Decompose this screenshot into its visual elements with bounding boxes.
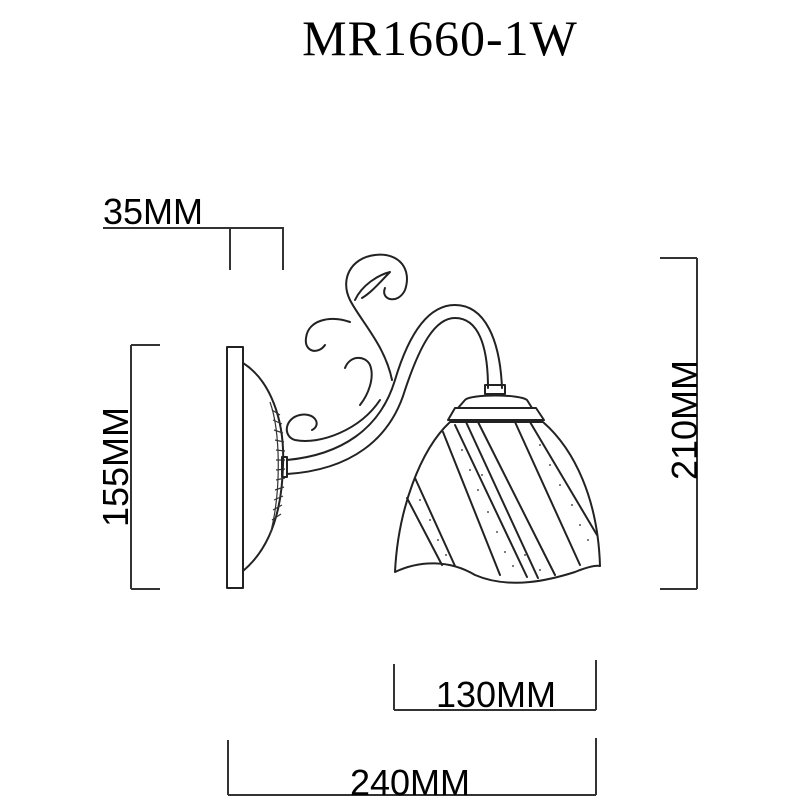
arm — [286, 304, 503, 461]
shade-width-label: 130MM — [436, 674, 556, 715]
total-height-label: 210MM — [664, 360, 705, 480]
dimension-shade-width: 130MM — [393, 660, 597, 715]
dimension-backplate-height: 155MM — [95, 344, 160, 590]
model-title: MR1660-1W — [302, 10, 578, 66]
glass-shade — [394, 421, 601, 584]
dome — [242, 362, 285, 572]
total-width-label: 240MM — [350, 762, 470, 800]
dimension-depth: 35MM — [103, 191, 284, 270]
backplate-height-label: 155MM — [95, 407, 136, 527]
backplate — [226, 346, 244, 589]
dimension-total-height: 210MM — [660, 257, 705, 590]
wall-lamp-drawing — [226, 253, 601, 589]
depth-label: 35MM — [103, 191, 203, 232]
dimension-total-width: 240MM — [227, 738, 597, 800]
